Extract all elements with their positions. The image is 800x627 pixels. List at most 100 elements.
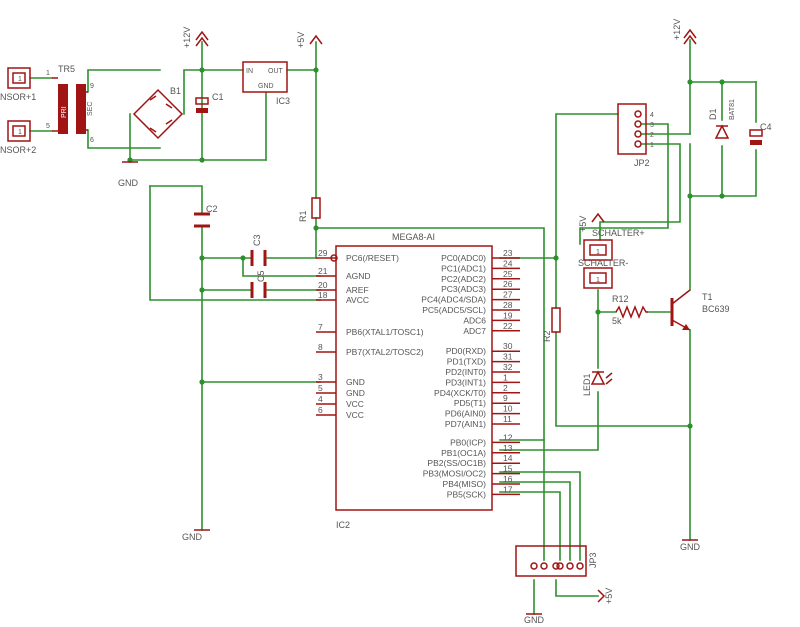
- tr5-sec: SEC: [87, 102, 94, 116]
- bridge-rectifier-b1: [132, 88, 184, 140]
- wire: [555, 579, 599, 597]
- ic2-pin-number: 10: [503, 404, 513, 414]
- jp2-pin-1: 1: [650, 142, 654, 149]
- ic2-pin-name: PC5(ADC5/SCL): [422, 305, 486, 315]
- ic2-pin-name: AGND: [346, 271, 371, 281]
- ic2-pin-number: 21: [318, 266, 328, 276]
- wire: [149, 185, 203, 213]
- c3-label: C3: [252, 234, 262, 246]
- tr5-pri: PRI: [61, 106, 68, 118]
- ic2-pin-name: PC0(ADC0): [441, 253, 486, 263]
- ic2-pin-number: 18: [318, 290, 328, 300]
- ic2-pin-name: PD6(AIN0): [445, 409, 486, 419]
- wire: [87, 69, 161, 93]
- r1-label: R1: [298, 210, 308, 222]
- ic2-pin-name: GND: [346, 388, 365, 398]
- ic2-pin-number: 3: [318, 372, 323, 382]
- capacitor-c2: [194, 212, 210, 228]
- r12-label: R12: [612, 294, 629, 304]
- resistor-r12: [615, 304, 648, 320]
- sensor2-pin: 1: [18, 129, 22, 136]
- jp2-pin-4: 4: [650, 112, 654, 119]
- v12-label-right: +12V: [672, 19, 682, 40]
- ground-symbols: [122, 161, 698, 615]
- supply-symbols: [195, 28, 697, 603]
- wire: [87, 129, 161, 149]
- ic2-pin-name: PB3(MOSI/OC2): [423, 469, 486, 479]
- wire: [579, 123, 669, 245]
- tr5-pin5: 5: [46, 123, 50, 130]
- connector-jp3: [515, 545, 587, 577]
- ic2-pin-number: 29: [318, 248, 328, 258]
- led1-label: LED1: [582, 373, 592, 396]
- ic2-pin-number: 13: [503, 443, 513, 453]
- ic2-pin-number: 2: [503, 383, 508, 393]
- ic2-pin-name: ADC7: [463, 326, 486, 336]
- switch-minus-pin: 1: [596, 277, 600, 284]
- ic3-in: IN: [246, 68, 253, 75]
- ic2-pin-name: PB2(SS/OC1B): [427, 458, 486, 468]
- ic2-pin-number: 20: [318, 280, 328, 290]
- b1-label: B1: [170, 86, 181, 96]
- ic2-pin-name: VCC: [346, 410, 364, 420]
- ic2-pin-name: AVCC: [346, 295, 369, 305]
- ic2-label: IC2: [336, 520, 350, 530]
- v5-label-bottom: +5V: [604, 588, 614, 604]
- sensor1-pin: 1: [18, 76, 22, 83]
- ic2-pin-number: 7: [318, 322, 323, 332]
- wire: [599, 143, 681, 241]
- ic2-part-label: MEGA8-AI: [392, 232, 435, 242]
- junctions: [127, 67, 725, 429]
- wire: [721, 149, 757, 197]
- switch-plus-pin: 1: [596, 249, 600, 256]
- ic2-pin-number: 26: [503, 279, 513, 289]
- schalter-minus-label: SCHALTER-: [578, 258, 628, 268]
- ic2-pin-number: 15: [503, 464, 513, 474]
- sensor-terminal-2: [7, 120, 31, 142]
- ic2-pin-name: PD5(T1): [454, 398, 486, 408]
- ic2-pin-name: ADC6: [463, 315, 486, 325]
- wire: [499, 391, 599, 451]
- ic2-pin-number: 25: [503, 269, 513, 279]
- ic2-pin-name: AREF: [346, 285, 369, 295]
- resistor-r1: [311, 197, 321, 219]
- ic2-pin-number: 9: [503, 393, 508, 403]
- ic2-pin-name: PB6(XTAL1/TOSC1): [346, 327, 424, 337]
- ic2-pin-name: PB7(XTAL2/TOSC2): [346, 347, 424, 357]
- wire: [242, 257, 321, 277]
- gnd-right-label: GND: [680, 542, 701, 552]
- tr5-pin9: 9: [90, 83, 94, 90]
- ic2-pin-name: PD1(TXD): [447, 357, 486, 367]
- jp2-pin-3: 3: [650, 122, 654, 129]
- wire: [499, 471, 581, 561]
- c1-label: C1: [212, 92, 224, 102]
- regulator-ic3: [242, 61, 288, 93]
- ic2-pin-number: 28: [503, 300, 513, 310]
- ic2-pin-number: 30: [503, 341, 513, 351]
- gnd-left-label: GND: [182, 532, 203, 542]
- ic2-pin-number: 6: [318, 405, 323, 415]
- capacitor-c3: [250, 250, 267, 266]
- ic2-pin-name: PC2(ADC2): [441, 274, 486, 284]
- ic3-out: OUT: [268, 68, 284, 75]
- ic2-pin-name: PC4(ADC4/SDA): [421, 295, 486, 305]
- ic2-pin-number: 12: [503, 432, 513, 442]
- ic2-pin-name: GND: [346, 377, 365, 387]
- ic2-pin-number: 1: [503, 372, 508, 382]
- ic2-pin-number: 24: [503, 258, 513, 268]
- t1-label: T1: [702, 292, 713, 302]
- wires: [29, 39, 757, 615]
- c5-label: C5: [256, 270, 266, 282]
- ic2-pin-number: 32: [503, 362, 513, 372]
- ic2-pin-name: PB4(MISO): [443, 479, 487, 489]
- wire: [315, 227, 545, 441]
- ic2-pin-name: PD3(INT1): [445, 377, 486, 387]
- r12-value: 5k: [612, 316, 622, 326]
- sensor1-label: NSOR+1: [0, 92, 36, 102]
- jp2-pin-2: 2: [650, 132, 654, 139]
- ic2-pin-name: PB5(SCK): [447, 489, 486, 499]
- ic2-pin-name: PD4(XCK/T0): [434, 388, 486, 398]
- ic2-pin-name: PB0(ICP): [450, 437, 486, 447]
- ic2-pin-name: PD0(RXD): [446, 346, 486, 356]
